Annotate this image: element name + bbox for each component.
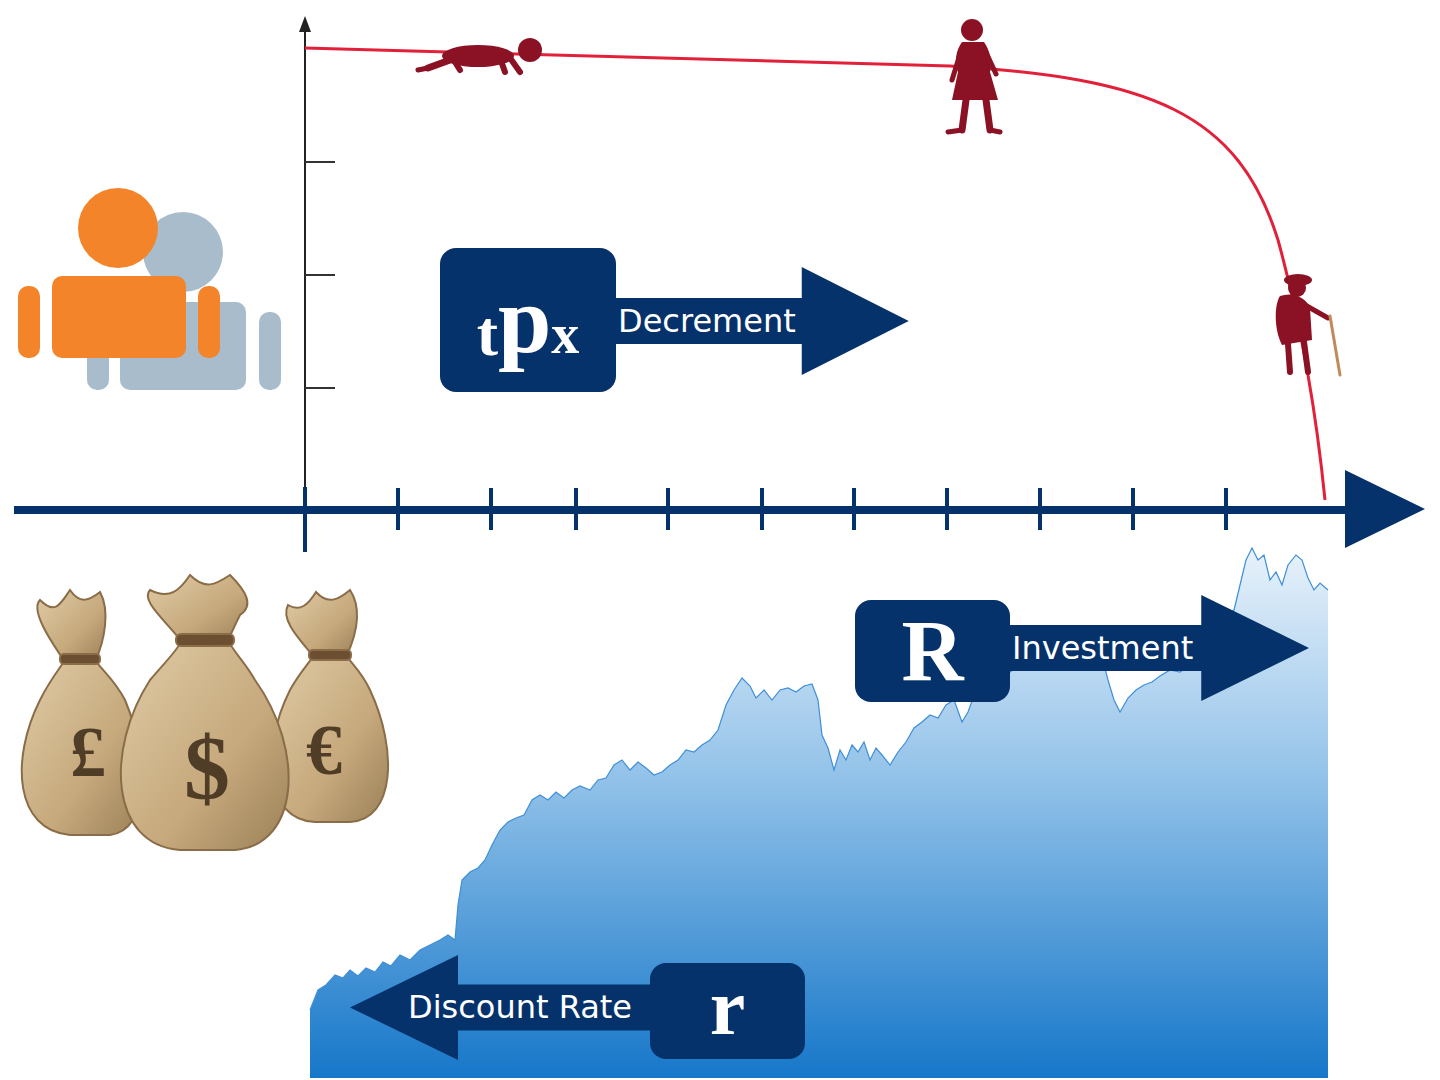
symbol-text: R <box>901 608 963 694</box>
y-tick <box>305 274 335 276</box>
y-axis <box>304 24 306 510</box>
y-axis-head <box>299 16 311 32</box>
arrow-label: Investment <box>1008 595 1193 701</box>
baby-silhouette <box>418 38 542 72</box>
time-tick <box>303 487 307 552</box>
symbol-text: p <box>498 272 551 368</box>
symbol-box: R <box>855 600 1010 702</box>
elderly-silhouette <box>1276 274 1340 375</box>
investment-line <box>310 548 1328 1010</box>
symbol-box: r <box>650 963 805 1059</box>
arrow-shape-shape <box>350 955 660 1060</box>
currency-symbol: € <box>306 714 342 786</box>
y-tick <box>305 387 335 389</box>
symbol-text: t <box>477 302 498 366</box>
money-bags <box>22 575 388 850</box>
people-icon <box>18 188 281 390</box>
adult-silhouette <box>948 19 1000 132</box>
time-axis-head <box>1345 470 1425 548</box>
symbol-box: tpx <box>440 248 616 392</box>
symbol-text: x <box>551 306 579 362</box>
arrow-shape-shape <box>612 267 909 375</box>
symbol-text: r <box>710 967 746 1047</box>
arrow-shape-shape <box>1008 595 1309 701</box>
arrow-label: Discount Rate <box>350 955 632 1060</box>
survival-curve <box>305 48 1325 500</box>
time-ticks <box>398 488 1226 530</box>
currency-symbol: £ <box>70 716 106 788</box>
currency-symbol: $ <box>184 722 230 814</box>
arrow-label: Decrement <box>612 267 796 375</box>
flow-arrow: Decrement <box>612 267 909 375</box>
time-axis <box>14 506 1350 514</box>
flow-arrow: Investment <box>1008 595 1309 701</box>
y-tick <box>305 161 335 163</box>
investment-area <box>310 548 1328 1078</box>
flow-arrow: Discount Rate <box>350 955 660 1060</box>
